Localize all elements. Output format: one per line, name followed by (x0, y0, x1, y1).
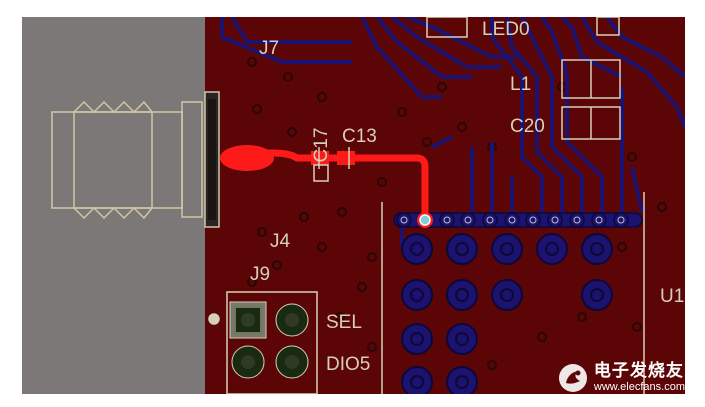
blue-traces (220, 17, 685, 247)
j4-label: J4 (270, 231, 291, 252)
watermark-url: www.elecfans.com (593, 381, 685, 393)
dio5-label: DIO5 (326, 354, 370, 375)
c20-label: C20 (510, 116, 545, 137)
u1-label: U1 (660, 286, 684, 307)
c13-label: C13 (342, 126, 377, 147)
sel-label: SEL (326, 312, 362, 333)
pin-header-row (393, 212, 643, 228)
j9-connector-pads (229, 301, 309, 379)
watermark-cn-text: 电子发烧友 (593, 361, 684, 381)
j9-label: J9 (250, 264, 270, 285)
watermark: 电子发烧友 www.elecfans.com (558, 363, 685, 393)
pcb-board[interactable]: J7 LED0 L1 C20 C13 C17 J4 J9 SEL DIO5 U1 (22, 17, 685, 394)
pcb-layout-view[interactable]: J7 LED0 L1 C20 C13 C17 J4 J9 SEL DIO5 U1 (22, 17, 685, 394)
through-hole-pads (401, 233, 613, 394)
led-label: LED0 (482, 19, 530, 40)
elecfans-logo-icon (558, 364, 587, 392)
c17-label: C17 (311, 128, 332, 163)
j7-label: J7 (259, 38, 279, 59)
silkscreen-outlines (208, 17, 645, 394)
selected-net-trace[interactable] (220, 145, 433, 228)
pin-header-holes (400, 216, 625, 224)
sma-connector-footprint (22, 17, 220, 394)
l1-label: L1 (510, 74, 531, 95)
